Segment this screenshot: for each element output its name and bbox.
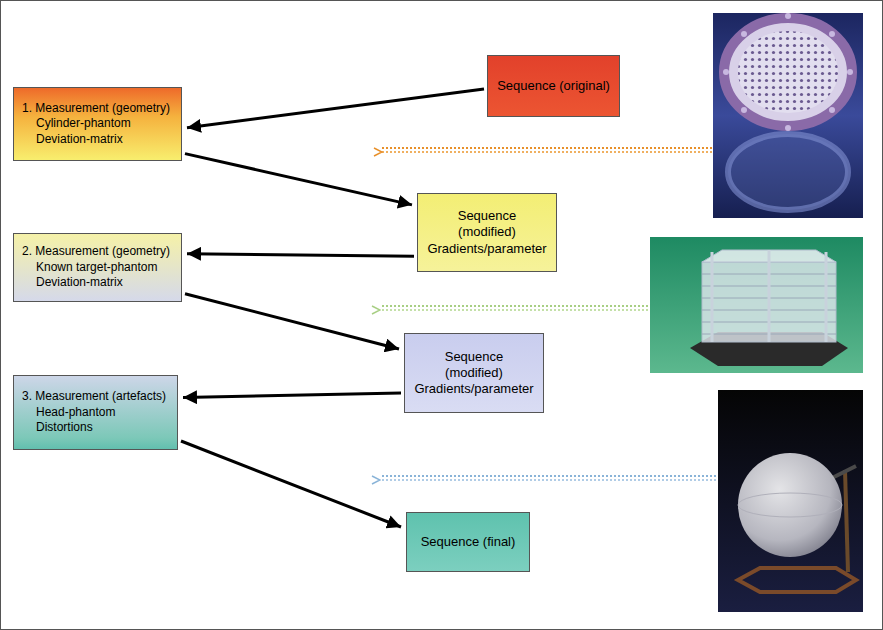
box-heading: Sequence (original) xyxy=(497,78,610,94)
box-heading: Sequence (final) xyxy=(421,534,516,550)
bolt xyxy=(723,69,729,75)
head-phantom-photo xyxy=(718,390,863,612)
flow-arrow xyxy=(183,393,401,398)
flow-arrow xyxy=(187,254,414,257)
post xyxy=(711,252,714,342)
cylinder-ring xyxy=(724,18,852,126)
dotted-arrow xyxy=(380,305,648,307)
box-heading: Sequence (modified) xyxy=(445,349,504,382)
photo-ground xyxy=(713,13,863,218)
stand-clamp xyxy=(832,466,856,478)
sequence-box: Sequence (final) xyxy=(406,512,530,572)
box-body: Gradients/parameter xyxy=(414,381,533,397)
box-body: Cylinder-phantom Deviation-matrix xyxy=(22,116,131,147)
box-body: Known target-phantom Deviation-matrix xyxy=(22,260,157,291)
cylinder-reflection xyxy=(728,134,848,210)
stand-base xyxy=(738,568,856,592)
bolt xyxy=(847,69,853,75)
photo-ground xyxy=(718,390,863,612)
flow-arrow xyxy=(181,441,401,527)
flow-arrow xyxy=(185,294,399,349)
bolt xyxy=(785,13,791,19)
measurement-box: 2. Measurement (geometry)Known target-ph… xyxy=(13,233,182,302)
measurement-box: 1. Measurement (geometry)Cylinder-phanto… xyxy=(13,87,182,161)
dotted-arrow xyxy=(382,151,712,153)
box-heading: Sequence (modified) xyxy=(458,208,517,241)
box-heading: 1. Measurement (geometry) xyxy=(22,101,170,117)
bolt xyxy=(741,107,747,113)
sphere-seam xyxy=(738,493,842,517)
flow-arrow xyxy=(185,154,412,205)
bolt xyxy=(785,125,791,131)
phantom-posts xyxy=(712,250,826,342)
bolt xyxy=(829,31,835,37)
post xyxy=(768,250,771,342)
box-heading: 2. Measurement (geometry) xyxy=(22,244,170,260)
box-body: Head-phantom Distortions xyxy=(22,405,115,436)
bolt xyxy=(829,107,835,113)
box-body: Gradients/parameter xyxy=(427,241,546,257)
sequence-box: Sequence (original) xyxy=(487,55,620,117)
dotted-arrow xyxy=(382,147,712,149)
cylinder-grid xyxy=(738,31,838,113)
head-sphere xyxy=(738,453,842,557)
stand-rod xyxy=(845,470,848,572)
target-phantom-photo xyxy=(650,237,863,373)
cylinder-phantom-photo xyxy=(713,13,863,218)
measurement-box: 3. Measurement (artefacts)Head-phantom D… xyxy=(13,375,178,450)
photo-ground xyxy=(650,237,863,373)
sequence-box: Sequence (modified)Gradients/parameter xyxy=(404,333,544,413)
dotted-arrow xyxy=(380,309,648,311)
flow-arrow xyxy=(187,89,484,128)
bolt xyxy=(741,31,747,37)
dotted-arrow xyxy=(380,479,716,481)
photo-arrows xyxy=(380,148,716,480)
box-heading: 3. Measurement (artefacts) xyxy=(22,389,166,405)
dotted-arrow xyxy=(380,475,716,477)
sequence-box: Sequence (modified)Gradients/parameter xyxy=(417,193,557,272)
post xyxy=(825,252,828,342)
